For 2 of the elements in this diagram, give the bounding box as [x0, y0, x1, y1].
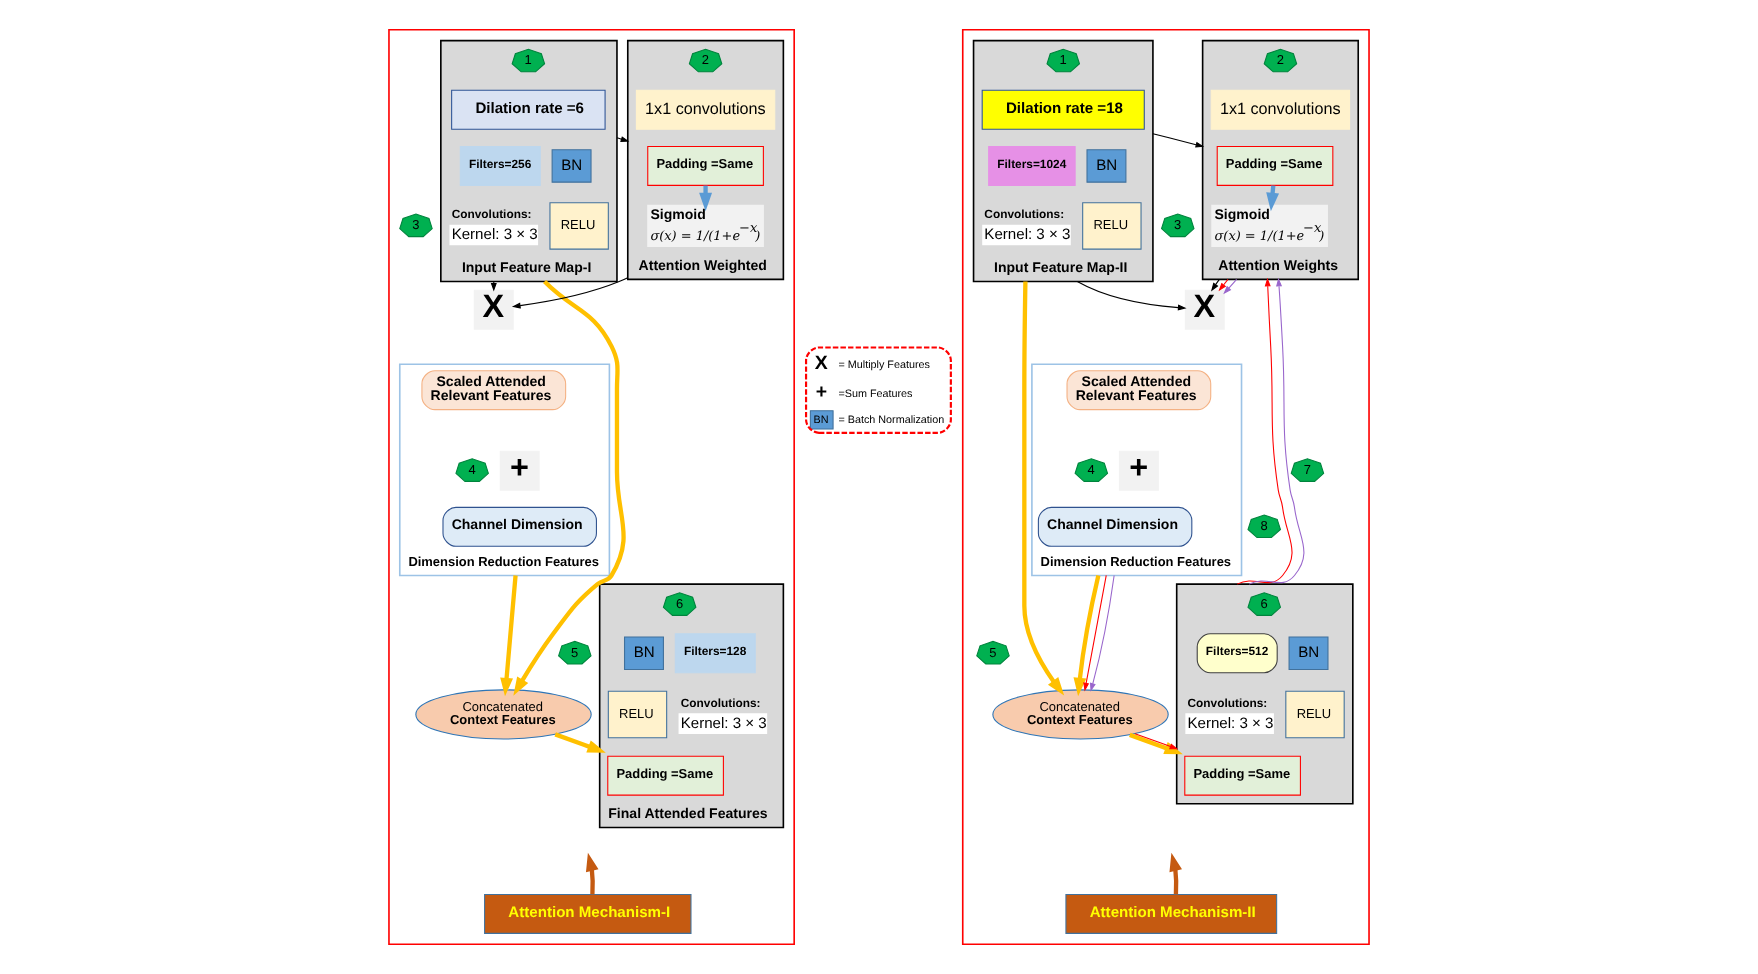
label: X: [814, 352, 828, 375]
label: +: [815, 382, 828, 405]
